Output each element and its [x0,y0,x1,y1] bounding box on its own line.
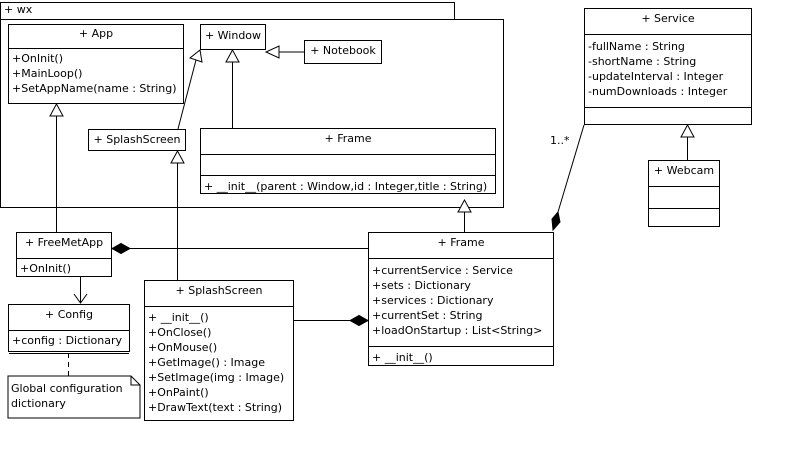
attribute: -fullName : String [588,40,685,53]
class-frame-title: + Frame [437,236,485,249]
generalization-arrowhead [457,198,472,213]
note-fold [130,376,140,386]
class-wx-frame-attributes [201,154,495,175]
generalization-arrowhead [188,49,203,63]
attribute: +services : Dictionary [372,294,494,307]
class-splashscreen-operations: + __init__() +OnClose() +OnMouse() +GetI… [145,306,293,415]
class-wx-frame-title: + Frame [324,132,372,145]
class-config[interactable]: + Config +config : Dictionary [8,304,130,354]
class-webcam-attributes [649,186,719,208]
class-service-title: + Service [641,12,695,25]
class-app[interactable]: + App +OnInit() +MainLoop() +SetAppName(… [8,24,184,104]
class-app-title: + App [78,27,114,40]
class-webcam-title: + Webcam [653,164,715,177]
class-notebook[interactable]: + Notebook [304,40,382,64]
attribute: -shortName : String [588,55,697,68]
class-freemetapp[interactable]: + FreeMetApp +OnInit() [16,232,112,277]
dependency-arrowhead [73,293,88,304]
note-text: Global configuration dictionary [11,381,123,411]
class-splashscreen-title: + SplashScreen [175,284,263,297]
package-wx-tab: + wx [0,2,455,20]
class-config-attributes: +config : Dictionary [9,330,129,353]
generalization-arrowhead [170,149,185,164]
note-shape [7,375,141,419]
multiplicity-label: 1..* [550,134,570,147]
attribute: +sets : Dictionary [372,279,471,292]
class-wx-frame[interactable]: + Frame + __init__(parent : Window,id : … [200,128,496,194]
package-wx-label: + wx [4,3,33,16]
operation: +GetImage() : Image [148,356,266,369]
generalization-arrowhead [680,123,695,138]
operation: + __init__(parent : Window,id : Integer,… [204,180,488,193]
operation: +OnMouse() [148,341,218,354]
composition-diamond [348,314,370,327]
attribute: -updateInterval : Integer [588,70,724,83]
class-service[interactable]: + Service -fullName : String -shortName … [584,8,752,125]
operation: +OnInit() [20,262,72,275]
class-webcam-operations [649,208,719,209]
note-line: Global configuration [11,382,123,395]
operation: +SetAppName(name : String) [12,82,177,95]
class-wx-splashscreen[interactable]: + SplashScreen [88,129,186,151]
attribute: +loadOnStartup : List<String> [372,324,543,337]
operation: +DrawText(text : String) [148,401,283,414]
operation: + __init__() [148,311,209,324]
class-wx-splashscreen-title: + SplashScreen [93,133,181,146]
attribute: +currentService : Service [372,264,513,277]
generalization-wx-splashscreen-window [177,59,197,130]
class-freemetapp-operations: +OnInit() [17,258,111,276]
generalization-arrowhead [49,102,64,117]
class-wx-frame-operations: + __init__(parent : Window,id : Integer,… [201,175,495,194]
generalization-arrowhead [264,45,280,59]
attribute: +config : Dictionary [12,334,122,347]
composition-frame-service [557,124,585,213]
class-service-operations [585,107,751,108]
class-window[interactable]: + Window [200,24,266,50]
class-splashscreen[interactable]: + SplashScreen + __init__() +OnClose() +… [144,280,294,421]
class-freemetapp-title: + FreeMetApp [24,236,104,249]
operation: +OnPaint() [148,386,209,399]
operation: +OnClose() [148,326,212,339]
class-app-operations: +OnInit() +MainLoop() +SetAppName(name :… [9,48,183,96]
operation: +MainLoop() [12,67,83,80]
class-window-title: + Window [204,29,262,42]
operation: + __init__() [372,351,433,364]
attribute: -numDownloads : Integer [588,85,728,98]
class-frame-operations: + __init__() [369,346,553,365]
composition-diamond [110,242,132,255]
operation: +SetImage(img : Image) [148,371,285,384]
class-notebook-title: + Notebook [310,44,376,57]
note-line: dictionary [11,397,66,410]
composition-diamond [551,210,561,232]
class-frame[interactable]: + Frame +currentService : Service +sets … [368,232,554,366]
class-frame-attributes: +currentService : Service +sets : Dictio… [369,258,553,346]
class-config-title: + Config [44,308,93,321]
attribute: +currentSet : String [372,309,483,322]
operation: +OnInit() [12,52,64,65]
class-service-attributes: -fullName : String -shortName : String -… [585,34,751,107]
package-wx [0,19,504,208]
class-webcam[interactable]: + Webcam [648,160,720,227]
generalization-arrowhead [225,48,240,63]
